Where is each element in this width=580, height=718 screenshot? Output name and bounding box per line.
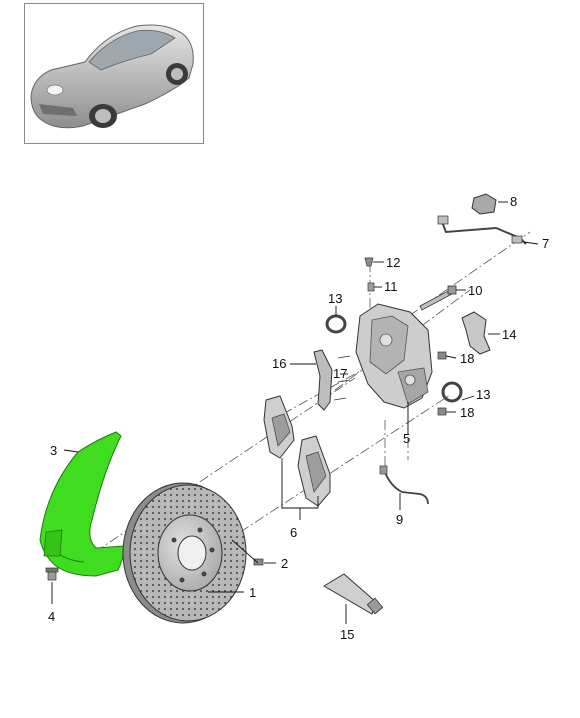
callout-4: 4 (48, 609, 55, 624)
connector-housing (471, 193, 497, 215)
callout-7: 7 (542, 236, 549, 251)
caliper-bracket (461, 311, 491, 355)
disc-screw (253, 558, 264, 566)
car-icon (30, 24, 194, 129)
callout-18-lower: 18 (460, 405, 474, 420)
screw-lower (437, 407, 447, 416)
grease-tube (323, 573, 384, 615)
callout-10: 10 (468, 283, 482, 298)
callout-11: 11 (384, 279, 398, 294)
bleeder-screw (367, 282, 375, 292)
wear-sensor (383, 469, 429, 505)
callout-16: 16 (272, 356, 286, 371)
callout-14: 14 (502, 327, 516, 342)
callout-13-lower: 13 (476, 387, 490, 402)
retaining-pins (333, 355, 351, 401)
callout-15: 15 (340, 627, 354, 642)
callout-3: 3 (50, 443, 57, 458)
pad-spring (313, 349, 333, 411)
brake-disc (122, 482, 247, 624)
seal-upper (325, 314, 347, 334)
callout-18-upper: 18 (460, 351, 474, 366)
callout-6: 6 (290, 525, 297, 540)
callout-labels: 1 2 3 4 5 6 7 8 9 10 11 12 13 13 14 15 1… (48, 194, 549, 642)
callout-2: 2 (281, 556, 288, 571)
callout-12: 12 (386, 255, 400, 270)
callout-8: 8 (510, 194, 517, 209)
brake-caliper (355, 303, 433, 409)
bleeder-cap (364, 257, 374, 267)
vehicle-thumbnail (24, 3, 204, 144)
callout-13-upper: 13 (328, 291, 342, 306)
callout-17: 17 (333, 366, 347, 381)
caliper-bolt (419, 285, 457, 311)
shield-bolt (45, 567, 59, 581)
callout-1: 1 (249, 585, 256, 600)
callout-5: 5 (403, 431, 410, 446)
screw-upper (437, 351, 447, 360)
seal-lower (441, 381, 463, 403)
leader-lines (51, 201, 539, 624)
brake-pads (263, 395, 331, 507)
callout-9: 9 (396, 512, 403, 527)
